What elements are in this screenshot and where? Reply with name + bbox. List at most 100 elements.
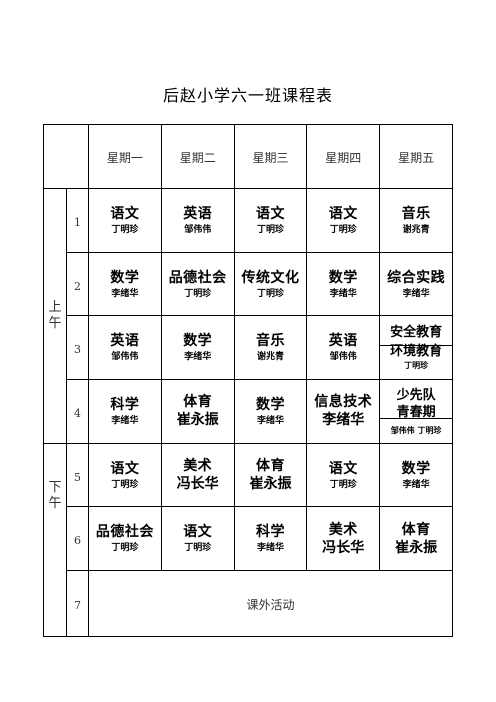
period-number: 1 bbox=[66, 188, 89, 253]
teacher: 谢兆青 bbox=[402, 224, 430, 235]
subject: 少先队 bbox=[396, 387, 436, 403]
period-number: 3 bbox=[66, 315, 89, 381]
teacher: 邹伟伟 bbox=[111, 352, 139, 363]
subject: 语文 bbox=[110, 460, 140, 477]
teacher: 丁明珍 bbox=[184, 288, 212, 299]
teacher: 李绪华 bbox=[402, 479, 430, 490]
period-label: 7 bbox=[74, 599, 81, 613]
teacher: 邹伟伟 bbox=[184, 224, 212, 235]
period-label: 4 bbox=[74, 406, 81, 420]
subject: 安全教育 bbox=[390, 325, 443, 341]
lesson-cell: 科学李绪华 bbox=[88, 379, 162, 444]
teacher: 李绪华 bbox=[329, 288, 357, 299]
subject: 科学 bbox=[255, 524, 285, 541]
lesson-cell: 语文丁明珍 bbox=[160, 506, 235, 572]
lesson-cell: 语文丁明珍 bbox=[306, 442, 381, 508]
lesson-cell: 品德社会丁明珍 bbox=[88, 506, 162, 572]
subject: 数学 bbox=[401, 460, 431, 477]
subject: 青春期 bbox=[396, 404, 436, 420]
teacher: 崔永振 bbox=[249, 476, 292, 493]
period-row-2: 2 数学李绪华 品德社会丁明珍 传统文化丁明珍 数学李绪华 综合实践李绪华 bbox=[44, 251, 453, 317]
lesson-cell-double: 少先队 青春期 邹伟伟 丁明珍 bbox=[379, 379, 453, 444]
lesson-cell-double: 安全教育 环境教育 丁明珍 bbox=[379, 315, 453, 381]
period-number: 5 bbox=[66, 442, 89, 508]
teacher: 李绪华 bbox=[402, 288, 430, 299]
teacher: 李绪华 bbox=[322, 412, 365, 429]
lesson-cell: 品德社会丁明珍 bbox=[160, 251, 235, 317]
period-row-5: 下午 5 语文丁明珍 美术冯长华 体育崔永振 语文丁明珍 数学李绪华 bbox=[43, 442, 453, 638]
subject: 体育 bbox=[401, 521, 431, 538]
lesson-cell: 数学李绪华 bbox=[160, 315, 235, 381]
day-label: 星期一 bbox=[106, 151, 143, 165]
period-row-6: 6 品德社会丁明珍 语文丁明珍 科学李绪华 美术冯长华 体育崔永振 bbox=[44, 506, 453, 572]
day-header-thu: 星期四 bbox=[306, 124, 381, 189]
teacher: 李绪华 bbox=[111, 415, 139, 426]
lesson-cell: 英语邹伟伟 bbox=[88, 315, 162, 381]
lesson-cell: 综合实践李绪华 bbox=[379, 251, 453, 317]
day-header-wed: 星期三 bbox=[233, 124, 308, 189]
teacher: 丁明珍 bbox=[111, 543, 139, 554]
lesson-cell: 美术冯长华 bbox=[306, 506, 381, 572]
lesson-cell: 数学李绪华 bbox=[379, 442, 453, 508]
half-char: 午 bbox=[48, 315, 62, 331]
subject: 环境教育 bbox=[390, 344, 443, 360]
subject: 综合实践 bbox=[387, 269, 446, 286]
lesson-cell: 英语邹伟伟 bbox=[306, 315, 381, 381]
teacher: 丁明珍 bbox=[184, 543, 212, 554]
period-row-1: 上午 1 语文丁明珍 英语邹伟伟 语文丁明珍 语文丁明珍 音乐谢兆青 bbox=[43, 188, 453, 444]
teacher: 邹伟伟 丁明珍 bbox=[390, 425, 442, 435]
activity-label: 课外活动 bbox=[246, 598, 295, 613]
lesson-cell: 语文丁明珍 bbox=[306, 188, 381, 253]
teacher: 丁明珍 bbox=[256, 288, 284, 299]
period-number: 2 bbox=[66, 251, 89, 317]
teacher: 李绪华 bbox=[256, 415, 284, 426]
teacher: 谢兆青 bbox=[256, 352, 284, 363]
period-number: 7 bbox=[66, 570, 89, 638]
period-row-3: 3 英语邹伟伟 数学李绪华 音乐谢兆青 英语邹伟伟 安全教育 环境教育 丁明珍 bbox=[44, 315, 453, 381]
day-header-fri: 星期五 bbox=[379, 124, 453, 189]
day-label: 星期四 bbox=[325, 151, 362, 165]
subject: 语文 bbox=[255, 205, 285, 222]
page-title: 后赵小学六一班课程表 bbox=[162, 86, 333, 105]
cell-divider bbox=[380, 418, 452, 420]
subject: 音乐 bbox=[255, 333, 285, 350]
lesson-cell: 科学李绪华 bbox=[233, 506, 308, 572]
schedule-table: 星期一 星期二 星期三 星期四 星期五 上午 1 语文丁明珍 英语邹伟伟 语文丁… bbox=[43, 124, 453, 638]
day-header-tue: 星期二 bbox=[160, 124, 235, 189]
period-number: 4 bbox=[66, 379, 89, 444]
subject: 传统文化 bbox=[241, 269, 300, 286]
activity-cell: 课外活动 bbox=[88, 570, 453, 638]
subject: 语文 bbox=[110, 205, 140, 222]
subject: 品德社会 bbox=[168, 269, 227, 286]
period-label: 1 bbox=[74, 215, 81, 229]
subject: 美术 bbox=[328, 521, 358, 538]
cell-divider bbox=[380, 345, 452, 347]
day-label: 星期三 bbox=[252, 151, 289, 165]
teacher: 丁明珍 bbox=[329, 479, 357, 490]
subject: 音乐 bbox=[401, 205, 431, 222]
teacher: 冯长华 bbox=[322, 539, 365, 556]
subject: 英语 bbox=[183, 205, 213, 222]
period-row-7: 7 课外活动 bbox=[44, 570, 453, 638]
lesson-cell: 语文丁明珍 bbox=[88, 442, 162, 508]
teacher: 丁明珍 bbox=[404, 361, 429, 371]
subject: 语文 bbox=[328, 205, 358, 222]
lesson-cell: 体育崔永振 bbox=[379, 506, 453, 572]
subject: 语文 bbox=[328, 460, 358, 477]
period-number: 6 bbox=[66, 506, 89, 572]
subject: 数学 bbox=[328, 269, 358, 286]
day-label: 星期二 bbox=[179, 151, 216, 165]
period-label: 2 bbox=[74, 279, 81, 293]
teacher: 李绪华 bbox=[184, 352, 212, 363]
subject: 语文 bbox=[183, 524, 213, 541]
lesson-cell: 数学李绪华 bbox=[88, 251, 162, 317]
lesson-cell: 语文丁明珍 bbox=[233, 188, 308, 253]
lesson-cell: 体育崔永振 bbox=[160, 379, 235, 444]
subject: 品德社会 bbox=[95, 524, 154, 541]
subject: 科学 bbox=[110, 396, 140, 413]
day-label: 星期五 bbox=[398, 151, 435, 165]
lesson-cell: 音乐谢兆青 bbox=[233, 315, 308, 381]
period-label: 6 bbox=[74, 534, 81, 548]
half-char: 下 bbox=[48, 479, 62, 495]
subject: 数学 bbox=[110, 269, 140, 286]
